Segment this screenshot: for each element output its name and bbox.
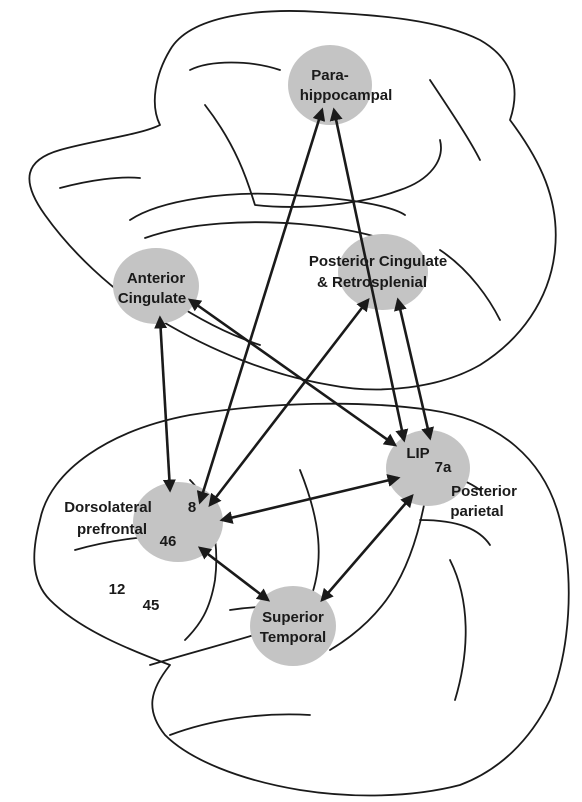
label-posterior-parietal-line2: parietal (450, 503, 503, 520)
connection-dlpfc-lip (222, 478, 398, 520)
label-superior-temporal-line1: Superior (262, 609, 324, 626)
posterior-parietal-boundary (420, 520, 490, 545)
connection-anterior-cingulate-lip (190, 300, 395, 445)
connection-dlpfc-superior-temporal (200, 548, 268, 600)
label-area-7a: 7a (435, 459, 452, 476)
central-sulcus (300, 470, 319, 600)
occipital-sulcus (450, 560, 466, 700)
temporal-inner-line (170, 714, 310, 735)
label-lip: LIP (406, 445, 429, 462)
label-area-46: 46 (160, 533, 177, 550)
label-area-45: 45 (143, 597, 160, 614)
label-anterior-cingulate-line2: Cingulate (118, 290, 186, 307)
medial-sulcus-3 (190, 63, 280, 71)
medial-sulcus-1 (60, 177, 140, 188)
connection-superior-temporal-lip (322, 496, 412, 600)
medial-sulcus-2 (430, 80, 480, 160)
medial-sulcus-4 (440, 250, 500, 320)
label-dorsolateral-line1: Dorsolateral (64, 499, 152, 516)
node-posterior-cingulate (338, 234, 428, 310)
connection-anterior-cingulate-dlpfc (160, 318, 170, 490)
label-area-12: 12 (109, 581, 126, 598)
label-dorsolateral-line2: prefrontal (77, 521, 147, 538)
label-posterior-cingulate-line2: & Retrosplenial (317, 274, 427, 291)
label-area-8: 8 (188, 499, 196, 516)
label-posterior-parietal-line1: Posterior (451, 483, 517, 500)
label-superior-temporal-line2: Temporal (260, 629, 326, 646)
label-parahippocampal-line2: hippocampal (300, 87, 393, 104)
label-anterior-cingulate-line1: Anterior (127, 270, 186, 287)
node-parahippocampal (288, 45, 372, 125)
connection-dlpfc-parahippocampal (200, 110, 322, 502)
label-parahippocampal-line1: Para- (311, 67, 349, 84)
connection-lip-posterior-cingulate (398, 300, 430, 438)
label-posterior-cingulate-line1: Posterior Cingulate (309, 253, 447, 270)
region-labels: Para- hippocampal Posterior Cingulate & … (64, 67, 517, 646)
region-nodes (113, 45, 470, 666)
